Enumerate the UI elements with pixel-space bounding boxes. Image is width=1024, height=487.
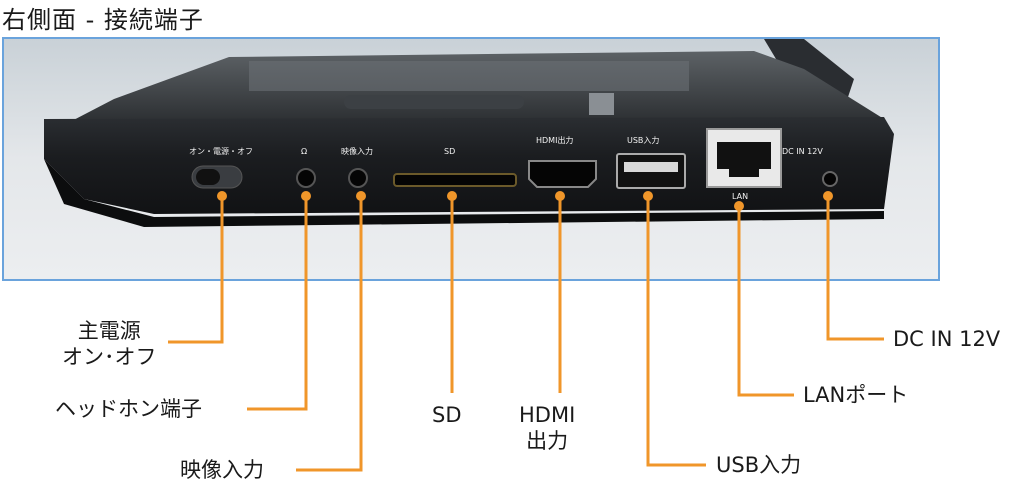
callout-power-line1: 主電源 — [77, 319, 141, 343]
leader-lan — [737, 206, 794, 397]
leader-headphone — [247, 196, 308, 411]
dot-sd — [447, 191, 457, 201]
callout-dc: DC IN 12V — [893, 327, 1001, 351]
leader-video — [296, 196, 363, 472]
photo-label-usb: USB入力 — [627, 135, 659, 145]
callout-sd: SD — [432, 403, 462, 427]
dot-video — [356, 191, 366, 201]
callout-hdmi-line1: HDMI — [519, 403, 576, 427]
photo-label-dc: DC IN 12V — [782, 147, 823, 156]
callout-hdmi: HDMI 出力 — [519, 402, 575, 454]
sd-slot — [393, 173, 517, 187]
callout-hdmi-line2: 出力 — [526, 429, 569, 453]
video-jack — [348, 168, 368, 188]
leader-dc — [826, 196, 884, 341]
dot-usb — [643, 191, 653, 201]
hdmi-port — [528, 160, 597, 188]
headphone-jack — [296, 168, 316, 188]
photo-label-power: オン・電源・オフ — [189, 147, 253, 156]
device-side-illustration: オン・電源・オフ Ω 映像入力 SD HDMI出力 USB入力 LAN DC I… — [4, 39, 938, 279]
photo-label-lan: LAN — [732, 192, 748, 201]
callout-video-in: 映像入力 — [180, 458, 264, 482]
dot-headphone — [301, 191, 311, 201]
page-title: 右側面 - 接続端子 — [2, 6, 204, 34]
callout-power-line2: オン･オフ — [62, 345, 157, 369]
photo-label-sd: SD — [444, 147, 455, 156]
dot-hdmi — [555, 191, 565, 201]
dot-lan — [734, 201, 744, 211]
photo-label-headphone: Ω — [301, 147, 307, 156]
device-photo: オン・電源・オフ Ω 映像入力 SD HDMI出力 USB入力 LAN DC I… — [2, 37, 940, 281]
dot-dc — [823, 191, 833, 201]
leader-usb — [646, 196, 706, 467]
leader-power — [168, 196, 224, 344]
callout-power: 主電源 オン･オフ — [62, 318, 157, 370]
callout-lan: LANポート — [803, 383, 909, 407]
dot-power — [217, 191, 227, 201]
photo-label-video: 映像入力 — [341, 146, 373, 156]
callout-headphone: ヘッドホン端子 — [55, 397, 202, 421]
photo-label-hdmi: HDMI出力 — [536, 135, 573, 145]
dc-jack — [822, 171, 838, 187]
callout-usb: USB入力 — [716, 453, 802, 477]
